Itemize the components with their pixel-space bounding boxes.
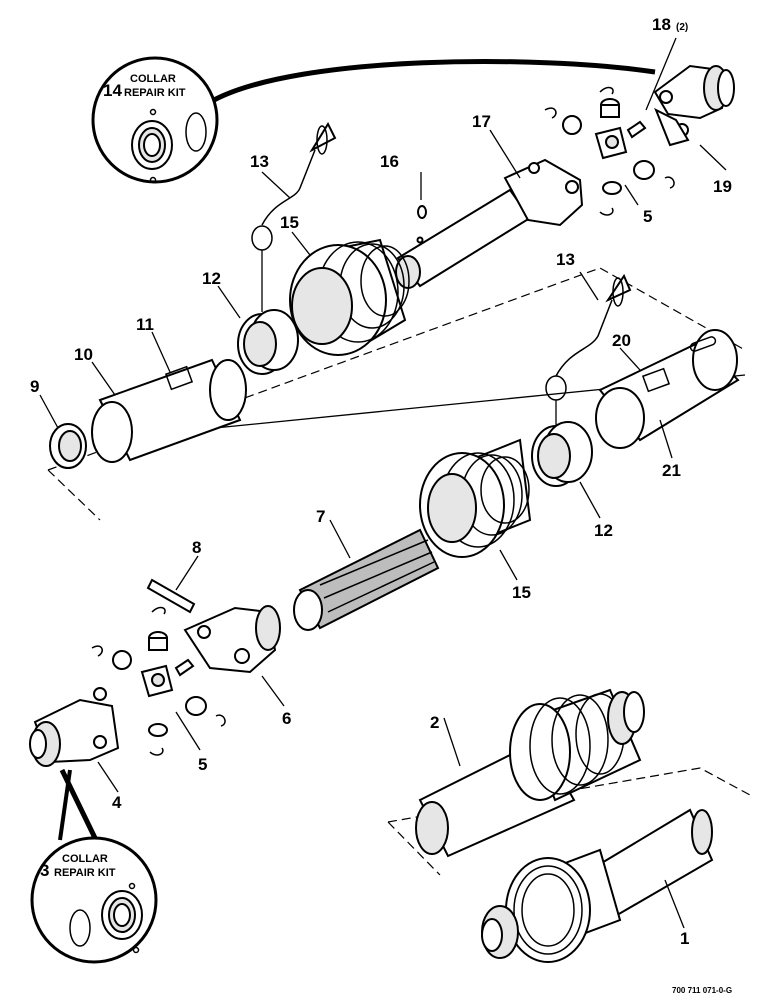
part-17-inner-tube-yoke [395,158,584,289]
callout-20: 20 [612,331,631,350]
kit-14-snap-ring-icon [185,112,207,152]
part-16-grease-fitting [417,205,427,219]
kit-14-number: 14 [103,81,122,100]
callout-5-lower: 5 [198,755,207,774]
callout-12-lower: 12 [594,521,613,540]
kit-3-line1: COLLAR [62,853,108,865]
callout-10: 10 [74,345,93,364]
callout-18-qty: (2) [676,22,688,33]
kit-3-number: 3 [40,861,49,880]
part-12-bearing-ring-upper [237,309,299,375]
callout-7: 7 [316,507,325,526]
part-2-assembly [415,688,645,858]
kit-3-leader-b [58,769,72,841]
kit-14-leader [212,59,656,103]
part-4-yoke [29,687,120,767]
part-7-splined-shaft [293,528,440,631]
callout-1: 1 [680,929,689,948]
part-8-pin [146,578,196,614]
part-5-cross-top [544,86,675,216]
collar-repair-kit-3: 3 COLLAR REPAIR KIT [30,768,158,964]
upper-guide-line-lower [47,469,101,521]
callout-12-upper: 12 [202,269,221,288]
part-10-outer-tube [91,358,247,463]
figure-reference: 700 711 071-0-G [672,986,732,995]
callout-6: 6 [282,709,291,728]
lower-guide-line-2 [387,821,441,876]
leader-lines [39,37,727,929]
kit-14-collar-icon [131,108,173,184]
callout-13-upper: 13 [250,152,269,171]
part-15-shield-cone-lower [419,438,532,558]
callout-15-lower: 15 [512,583,531,602]
callout-13-lower: 13 [556,250,575,269]
callout-numbers: 18 (2) 19 5 17 16 13 15 12 11 10 9 13 20… [30,15,732,948]
callout-9: 9 [30,377,39,396]
callout-11: 11 [136,315,154,334]
callout-21: 21 [662,461,681,480]
part-21-outer-tube-right [595,329,740,449]
part-6-yoke [183,605,281,674]
part-9-ring [49,423,87,469]
kit-3-collar-icon [101,882,143,954]
callout-16: 16 [380,152,399,171]
callout-8: 8 [192,538,201,557]
callout-18: 18 [652,15,671,34]
callout-17: 17 [472,112,491,131]
part-19-yoke [653,64,735,147]
kit-3-snap-ring-icon [69,909,91,947]
callout-15-upper: 15 [280,213,299,232]
part-1-assembly [481,808,714,963]
kit-3-line2: REPAIR KIT [54,867,116,879]
part-5-cross-lower [91,606,226,756]
callout-19: 19 [713,177,732,196]
callout-5-top: 5 [643,207,652,226]
part-13-chain-lower [545,273,632,428]
part-13-chain-upper [251,121,337,312]
callout-4: 4 [112,793,122,812]
part-15-shield-cone-upper [289,238,410,356]
collar-repair-kit-14: 14 COLLAR REPAIR KIT [91,56,656,184]
kit-14-line1: COLLAR [130,73,176,85]
part-12-bearing-ring-lower [531,421,593,487]
callout-2: 2 [430,713,439,732]
kit-14-line2: REPAIR KIT [124,87,186,99]
